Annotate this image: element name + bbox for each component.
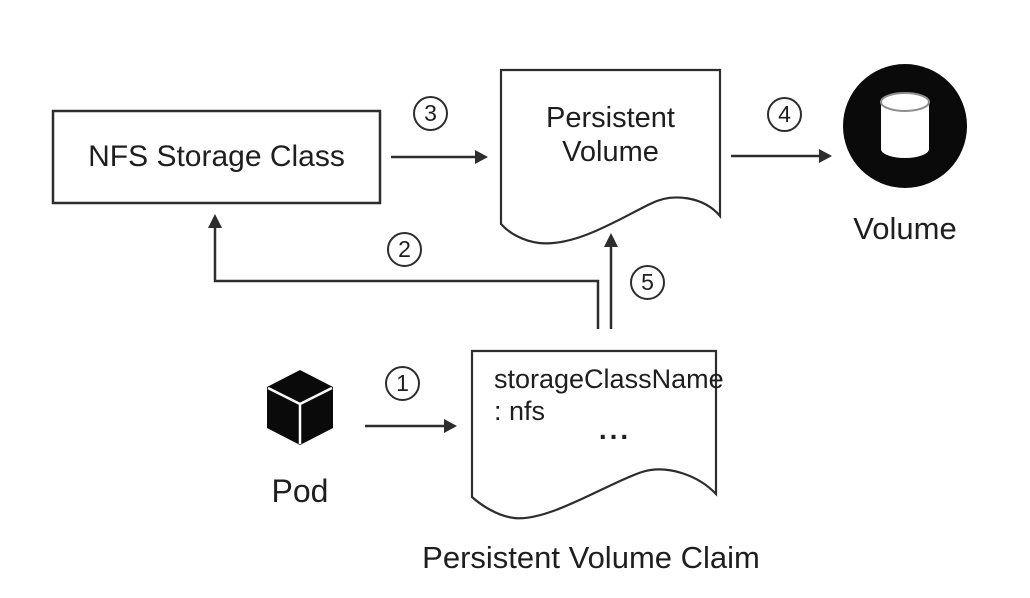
pvc-body-line1: storageClassName [494,364,724,394]
persistent-volume-claim-document [470,349,718,520]
persistent-volume-claim-caption: Persistent Volume Claim [422,540,760,575]
step-badge-3: 3 [413,96,448,131]
persistent-volume-label-line2: Volume [562,136,659,168]
step-badge-5: 5 [630,265,665,300]
nfs-storage-class-label: NFS Storage Class [88,140,345,173]
arrow-step-1 [365,419,457,433]
step-badge-1: 1 [385,366,420,401]
pod-label: Pod [271,473,329,509]
step-badge-4: 4 [767,97,802,132]
persistent-volume-document [499,68,722,245]
pvc-body-ellipsis: ... [598,414,632,445]
arrowhead-right-icon [819,149,832,163]
arrowhead-right-icon [475,150,488,164]
pod-cube-icon [267,370,333,445]
arrowhead-right-icon [444,419,457,433]
pvc-body-text: storageClassName : nfs [494,363,724,427]
step-badge-2: 2 [387,232,422,267]
arrow-step-4 [731,149,832,163]
nfs-storage-class-box [51,109,382,205]
arrow-step-5 [604,233,618,329]
persistent-volume-label-line1: Persistent [546,102,675,134]
persistent-volume-label: Persistent Volume [501,101,720,169]
arrowhead-up-icon [604,233,618,247]
volume-label: Volume [853,211,957,246]
volume-database-icon [843,64,967,188]
pvc-body-line2: : nfs [494,396,546,426]
arrow-step-2 [208,214,600,329]
arrowhead-up-icon [208,214,222,228]
arrow-step-3 [391,150,488,164]
